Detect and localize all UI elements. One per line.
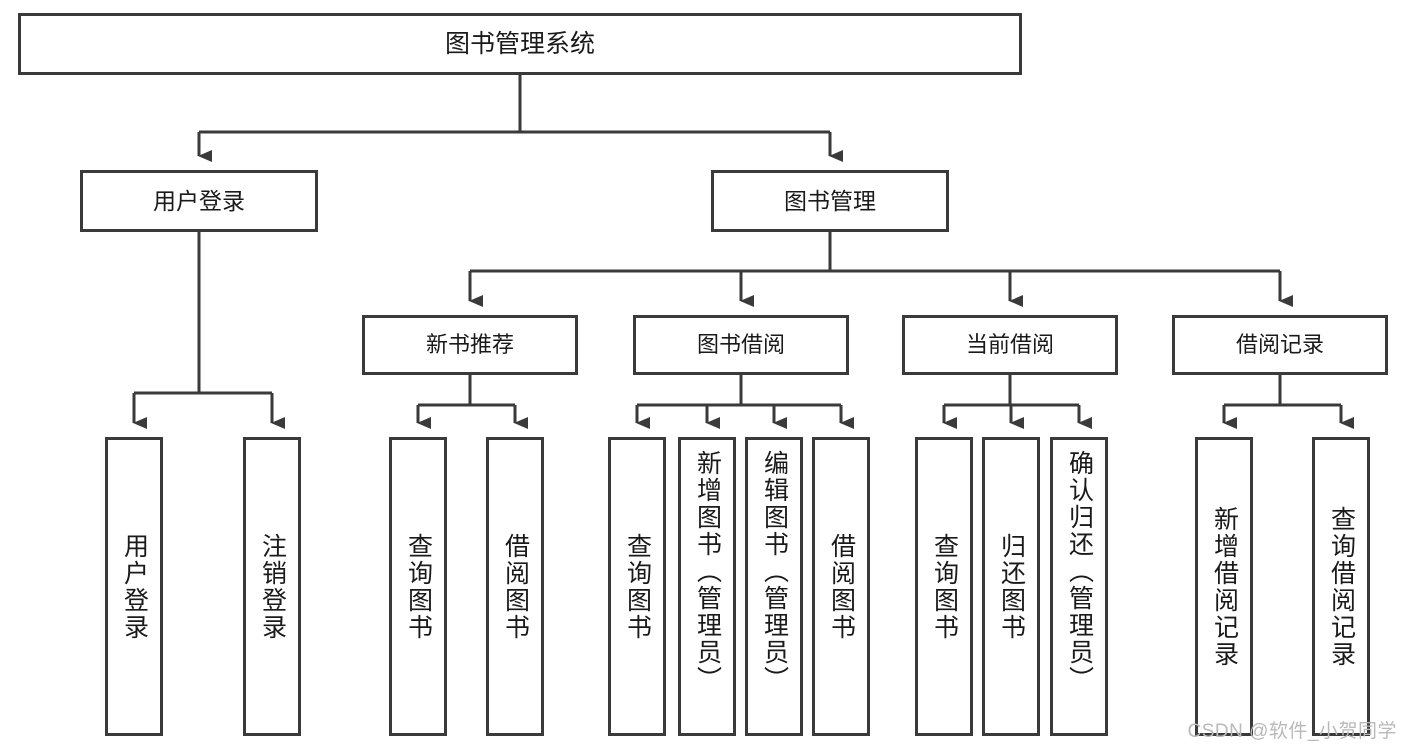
leaf-current-return-book-label: 归还图书 [997, 532, 1026, 641]
leaf-borrow-edit-book[interactable]: 编辑图书（管理员） [745, 437, 803, 736]
node-borrow-record[interactable]: 借阅记录 [1172, 315, 1388, 375]
leaf-user-login-login[interactable]: 用户登录 [105, 437, 163, 736]
leaf-new-book-query-label: 查询图书 [404, 532, 433, 641]
leaf-user-login-logout[interactable]: 注销登录 [243, 437, 301, 736]
leaf-current-confirm-return-label: 确认归还（管理员） [1065, 450, 1094, 693]
leaf-record-query[interactable]: 查询借阅记录 [1312, 437, 1370, 736]
leaf-borrow-borrow-book[interactable]: 借阅图书 [812, 437, 870, 736]
leaf-borrow-edit-book-label: 编辑图书（管理员） [760, 450, 789, 693]
node-book-management[interactable]: 图书管理 [711, 170, 949, 232]
node-book-borrow-label: 图书借阅 [696, 332, 785, 358]
leaf-user-login-logout-label: 注销登录 [258, 532, 287, 641]
leaf-new-book-query[interactable]: 查询图书 [389, 437, 447, 736]
leaf-new-book-borrow-label: 借阅图书 [501, 532, 530, 641]
leaf-borrow-borrow-book-label: 借阅图书 [827, 532, 856, 641]
leaf-borrow-add-book[interactable]: 新增图书（管理员） [678, 437, 736, 736]
node-book-borrow[interactable]: 图书借阅 [633, 315, 849, 375]
leaf-current-query-book[interactable]: 查询图书 [915, 437, 973, 736]
node-current-borrow[interactable]: 当前借阅 [902, 315, 1118, 375]
node-user-login-label: 用户登录 [153, 187, 245, 214]
node-new-book-recommend[interactable]: 新书推荐 [362, 315, 578, 375]
leaf-borrow-query-book-label: 查询图书 [623, 532, 652, 641]
node-new-book-recommend-label: 新书推荐 [425, 332, 514, 358]
leaf-record-add-label: 新增借阅记录 [1210, 505, 1239, 668]
node-book-management-label: 图书管理 [784, 187, 876, 214]
leaf-current-query-book-label: 查询图书 [930, 532, 959, 641]
node-root[interactable]: 图书管理系统 [18, 13, 1022, 75]
leaf-new-book-borrow[interactable]: 借阅图书 [486, 437, 544, 736]
leaf-user-login-login-label: 用户登录 [120, 532, 149, 641]
node-borrow-record-label: 借阅记录 [1235, 332, 1324, 358]
leaf-borrow-add-book-label: 新增图书（管理员） [693, 450, 722, 693]
leaf-record-query-label: 查询借阅记录 [1327, 505, 1356, 668]
node-root-label: 图书管理系统 [444, 29, 595, 58]
node-current-borrow-label: 当前借阅 [965, 332, 1054, 358]
node-user-login[interactable]: 用户登录 [80, 170, 318, 232]
leaf-borrow-query-book[interactable]: 查询图书 [608, 437, 666, 736]
watermark-text: CSDN @软件_小贺同学 [1187, 721, 1397, 742]
leaf-current-return-book[interactable]: 归还图书 [982, 437, 1040, 736]
leaf-current-confirm-return[interactable]: 确认归还（管理员） [1050, 437, 1108, 736]
leaf-record-add[interactable]: 新增借阅记录 [1195, 437, 1253, 736]
